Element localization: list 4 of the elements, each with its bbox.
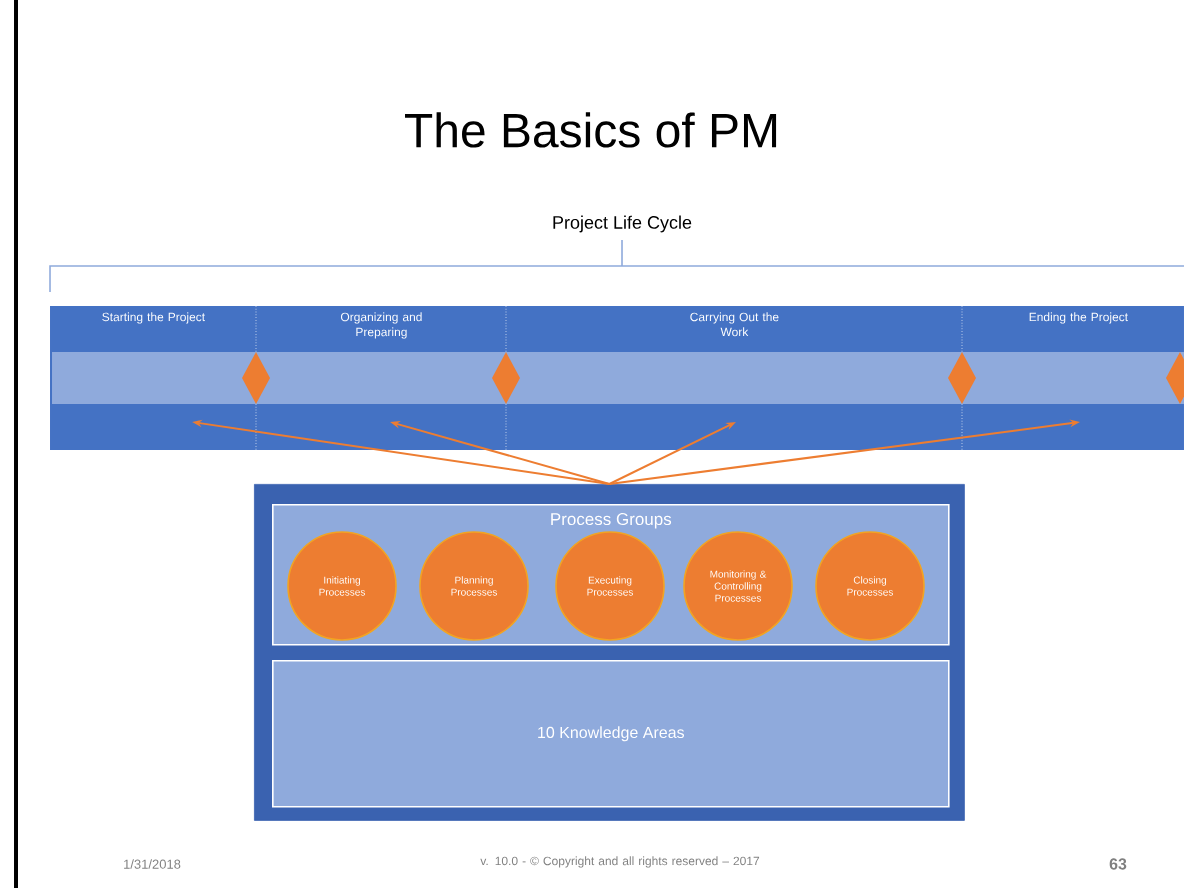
- knowledge-areas-panel: 10 Knowledge Areas: [272, 660, 950, 808]
- page-number: 63: [1109, 858, 1127, 870]
- cycle-heading: Project Life Cycle: [553, 215, 692, 233]
- title: The Basics of PM: [405, 112, 777, 148]
